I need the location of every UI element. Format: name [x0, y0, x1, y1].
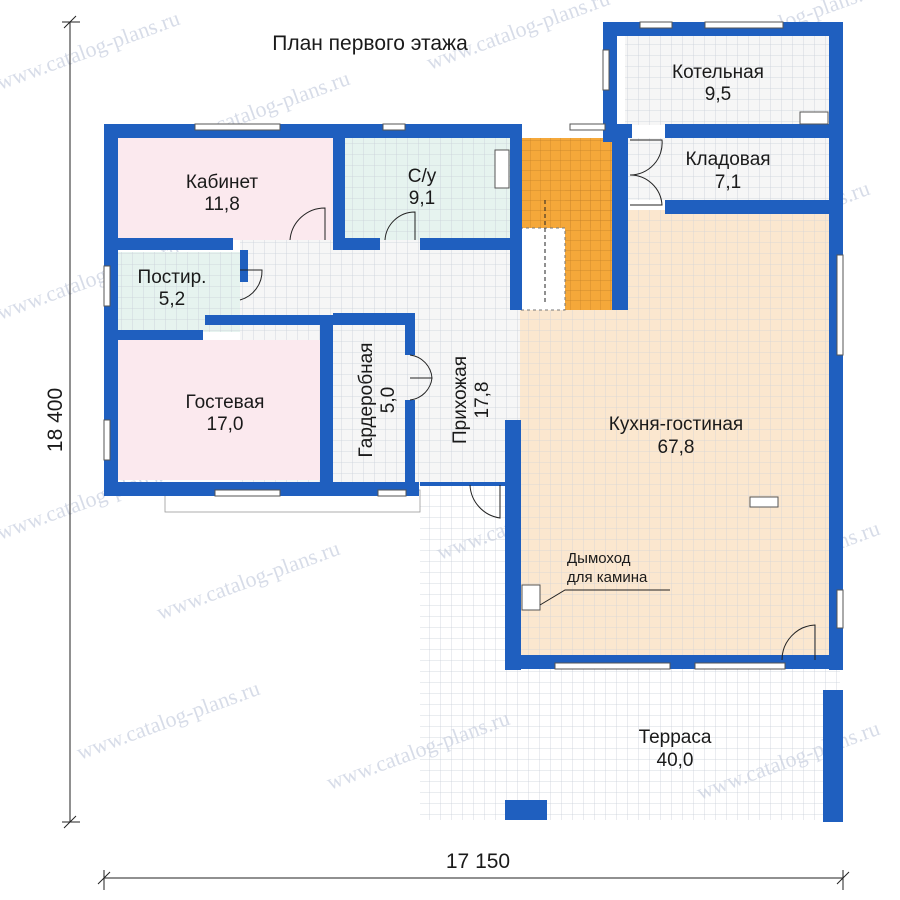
window: [554, 662, 671, 670]
room-name-bathroom: С/у: [408, 166, 437, 187]
room-area-cabinet: 11,8: [204, 194, 240, 215]
watermark-text: www.catalog-plans.ru: [153, 535, 343, 624]
room-name-terrace: Терраса: [639, 727, 712, 748]
door-swing: [629, 139, 663, 176]
window: [694, 662, 786, 670]
plan-title: План первого этажа: [272, 32, 468, 55]
wall: [240, 250, 248, 282]
dimensions: 17 150 18 400: [44, 15, 850, 890]
wall: [333, 313, 413, 325]
window: [377, 489, 407, 497]
doors: [239, 111, 829, 661]
wall: [420, 482, 505, 486]
wardrobe-floor-grid: [345, 325, 405, 483]
wall: [665, 200, 843, 214]
fireplace: [521, 584, 541, 611]
window: [639, 21, 673, 29]
chimney-annotation: Дымоход для камина: [539, 550, 670, 606]
window: [704, 21, 784, 29]
room-name-boiler: Котельная: [672, 62, 764, 83]
wall: [104, 124, 514, 138]
stairs-under: [519, 227, 566, 311]
wall: [104, 482, 419, 496]
wall: [333, 124, 345, 240]
room-name-laundry: Постир.: [138, 267, 207, 288]
window: [602, 49, 610, 91]
chimney-box: [749, 496, 779, 508]
room-name-wardrobe: Гардеробная: [356, 343, 377, 458]
room-area-hall: 17,8: [472, 382, 493, 419]
door-swing: [289, 207, 326, 241]
guest-floor: [118, 340, 333, 480]
window: [103, 419, 111, 461]
cabinet-floor: [118, 138, 333, 240]
door-swing: [409, 354, 433, 379]
wall: [665, 124, 843, 138]
wall: [420, 238, 512, 250]
room-name-cabinet: Кабинет: [186, 172, 259, 193]
boiler-floor-grid: [625, 35, 830, 125]
windows: [103, 21, 844, 670]
room-area-laundry: 5,2: [159, 289, 185, 310]
chimney-label-line1: Дымоход: [567, 550, 631, 567]
stairs-grid-b: [565, 185, 612, 310]
wall: [510, 124, 522, 310]
room-area-guest: 17,0: [207, 414, 244, 435]
window: [194, 123, 281, 131]
window: [569, 123, 606, 131]
wall: [118, 238, 233, 250]
wall: [823, 690, 843, 822]
bath-fixture: [494, 149, 510, 189]
wall: [612, 124, 628, 310]
room-labels: Кабинет 11,8 С/у 9,1 Котельная 9,5 Кладо…: [138, 62, 771, 771]
watermark-text: www.catalog-plans.ru: [0, 5, 183, 94]
room-floors: [118, 35, 840, 820]
dim-height: 18 400: [44, 388, 67, 452]
wall: [505, 800, 547, 820]
room-area-terrace: 40,0: [657, 750, 694, 771]
dim-width: 17 150: [446, 850, 510, 873]
wall: [405, 400, 415, 485]
chimney-leader: [539, 589, 670, 606]
door-swing: [384, 211, 416, 241]
chimney-label-line2: для камина: [567, 569, 648, 586]
wall: [405, 313, 415, 355]
wall: [118, 330, 203, 340]
wall: [612, 124, 632, 138]
wall: [505, 420, 521, 670]
window: [382, 123, 406, 131]
door-swing: [781, 624, 816, 661]
wall: [320, 315, 333, 485]
wall: [104, 124, 118, 496]
door-swing: [409, 377, 433, 401]
window: [214, 489, 281, 497]
boiler-unit: [799, 111, 829, 125]
wall: [205, 315, 320, 325]
room-area-storage: 7,1: [715, 172, 741, 193]
storage-floor-grid: [625, 138, 830, 200]
watermark-text: www.catalog-plans.ru: [73, 675, 263, 764]
room-name-guest: Гостевая: [186, 392, 265, 413]
bathroom-floor-grid: [345, 138, 510, 240]
wall: [333, 238, 380, 250]
door-swing: [629, 174, 663, 206]
room-name-storage: Кладовая: [685, 149, 770, 170]
door-swing: [469, 484, 501, 519]
room-area-boiler: 9,5: [705, 84, 731, 105]
room-name-kitchen: Кухня-гостиная: [609, 414, 743, 435]
room-area-wardrobe: 5,0: [378, 387, 399, 413]
window: [103, 265, 111, 307]
window: [836, 254, 844, 356]
room-area-bathroom: 9,1: [409, 188, 435, 209]
room-area-kitchen: 67,8: [658, 437, 695, 458]
room-name-hall: Прихожая: [450, 356, 471, 444]
wall: [829, 22, 843, 222]
door-swing: [239, 269, 263, 301]
window: [836, 589, 844, 629]
